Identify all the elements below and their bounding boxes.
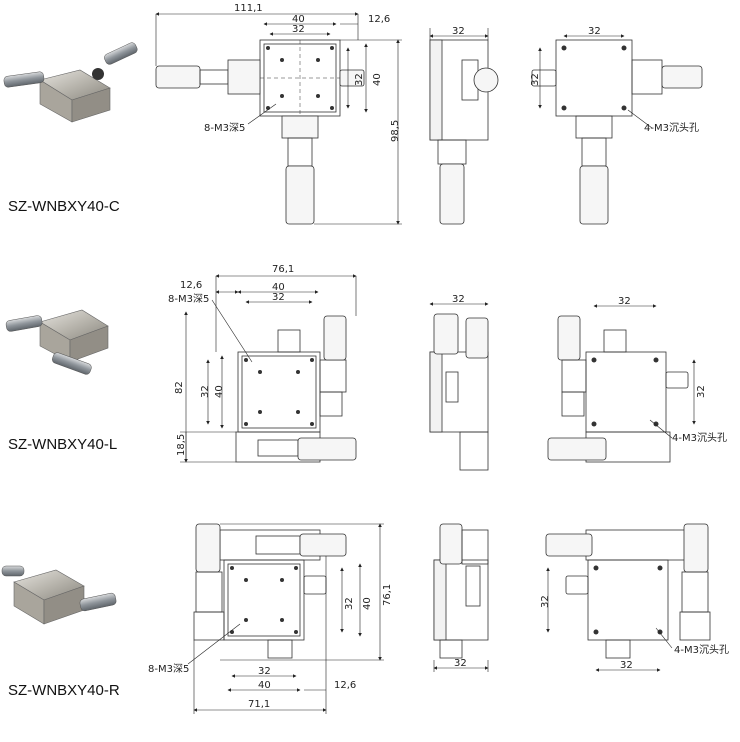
row-l-front-view <box>235 315 357 463</box>
dim-c-offset: 12,6 <box>368 14 390 25</box>
row-l-side-view <box>429 302 489 471</box>
dim-l-h18: 18,5 <box>176 434 187 456</box>
dim-r-offset: 12,6 <box>334 680 356 691</box>
dim-r-w40: 40 <box>258 680 271 691</box>
dim-r-side-w: 32 <box>454 658 467 669</box>
dim-l-h82: 82 <box>174 381 185 394</box>
row-r-back-view <box>545 523 711 672</box>
dim-c-h40: 40 <box>372 73 383 86</box>
note-r-front: 8-M3深5 <box>148 663 189 675</box>
note-l-front: 8-M3深5 <box>168 293 209 305</box>
model-label-l: SZ-WNBXY40-L <box>8 436 118 453</box>
note-c-back: 4-M3沉头孔 <box>644 121 699 134</box>
dim-l-offset: 12,6 <box>180 280 202 291</box>
note-l-back: 4-M3沉头孔 <box>672 431 727 444</box>
dim-r-back-h: 32 <box>540 595 551 608</box>
dim-r-back-w: 32 <box>620 660 633 671</box>
dim-c-side-w: 32 <box>452 26 465 37</box>
dim-r-w32: 32 <box>258 666 271 677</box>
dim-l-h32: 32 <box>200 385 211 398</box>
dim-l-overall-w: 76,1 <box>272 264 294 275</box>
note-c-front: 8-M3深5 <box>204 122 245 134</box>
dim-l-back-w: 32 <box>618 296 631 307</box>
dim-r-h32: 32 <box>344 597 355 610</box>
dim-r-overall-w: 71,1 <box>248 699 270 710</box>
product-photo-r <box>1 565 117 625</box>
model-label-c: SZ-WNBXY40-C <box>8 198 120 215</box>
dim-c-h32: 32 <box>354 73 365 86</box>
dim-c-total-h: 98,5 <box>390 120 401 142</box>
note-r-back: 4-M3沉头孔 <box>674 643 729 656</box>
row-r-front-dim-texts: 32 40 76,1 32 40 12,6 71,1 8-M3深5 <box>148 584 393 710</box>
row-r-side-view <box>433 523 489 672</box>
dim-c-back-w: 32 <box>588 26 601 37</box>
dim-c-w32: 32 <box>292 24 305 35</box>
model-label-r: SZ-WNBXY40-R <box>8 682 120 699</box>
row-c-side-view <box>429 28 499 225</box>
dim-l-back-h: 32 <box>696 385 707 398</box>
row-c-front-dim-texts: 111,1 40 32 12,6 32 40 98,5 8-M3深5 <box>204 3 401 142</box>
row-l-front-dims <box>180 274 357 463</box>
dim-l-w32: 32 <box>272 292 285 303</box>
dim-r-h40: 40 <box>362 597 373 610</box>
dim-c-back-h: 32 <box>530 73 541 86</box>
dim-l-w40: 40 <box>272 282 285 293</box>
row-l-back-view <box>547 304 696 463</box>
row-c-front-dims <box>155 12 402 225</box>
dim-l-h40: 40 <box>214 385 225 398</box>
row-l-front-dim-texts: 76,1 12,6 40 32 82 32 40 18,5 8-M3深5 <box>168 264 294 456</box>
dim-l-side-w: 32 <box>452 294 465 305</box>
product-photo-c <box>3 42 138 123</box>
row-r-front-dims <box>187 523 384 714</box>
row-c-back-view <box>531 34 703 225</box>
dim-c-w40: 40 <box>292 14 305 25</box>
row-c-front-view <box>155 39 365 225</box>
row-r-front-view <box>193 523 347 659</box>
product-photo-l <box>5 309 109 375</box>
dim-r-total-h: 76,1 <box>382 584 393 606</box>
dim-c-overall-w: 111,1 <box>234 3 263 14</box>
